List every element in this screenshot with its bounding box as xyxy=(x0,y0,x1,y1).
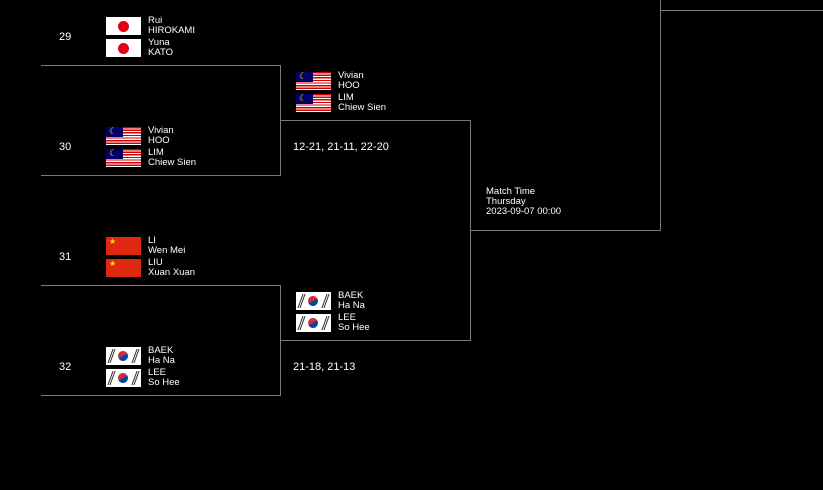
player-first-name: Vivian xyxy=(148,125,174,136)
bracket-line xyxy=(281,340,471,341)
player-last-name: Xuan Xuan xyxy=(148,267,196,278)
bracket-line xyxy=(471,230,661,231)
player-last-name: HIROKAMI xyxy=(148,25,195,36)
bracket-line xyxy=(41,285,281,286)
malaysia-flag-icon xyxy=(296,72,331,90)
player-last-name: Chiew Sien xyxy=(338,102,387,113)
match-day: Thursday xyxy=(486,196,526,207)
bracket-line xyxy=(280,285,281,396)
player-first-name: LIM xyxy=(338,92,354,103)
bracket-line xyxy=(41,65,281,66)
player-first-name: Rui xyxy=(148,15,163,26)
player-first-name: Yuna xyxy=(148,37,170,48)
match-number: 30 xyxy=(59,141,72,153)
player-last-name: So Hee xyxy=(148,377,180,388)
korea-flag-icon xyxy=(106,369,141,387)
player-last-name: Chiew Sien xyxy=(148,157,197,168)
player-last-name: Ha Na xyxy=(148,355,175,366)
match-number: 32 xyxy=(59,361,72,373)
malaysia-flag-icon xyxy=(106,127,141,145)
player-last-name: HOO xyxy=(338,80,360,91)
player-first-name: Vivian xyxy=(338,70,364,81)
match-time-label: Match Time xyxy=(486,186,536,197)
china-flag-icon xyxy=(106,259,141,277)
player-last-name: So Hee xyxy=(338,322,370,333)
korea-flag-icon xyxy=(106,347,141,365)
korea-flag-icon xyxy=(296,292,331,310)
japan-flag-icon xyxy=(106,17,141,35)
player-first-name: LIM xyxy=(148,147,164,158)
bracket-line xyxy=(281,120,471,121)
match-number: 29 xyxy=(59,31,72,43)
bracket-line xyxy=(660,0,661,231)
bracket-line xyxy=(470,120,471,341)
player-last-name: Wen Mei xyxy=(148,245,186,256)
match-datetime: 2023-09-07 00:00 xyxy=(486,206,562,217)
player-last-name: Ha Na xyxy=(338,300,365,311)
match-number: 31 xyxy=(59,251,72,263)
bracket-line xyxy=(661,10,823,11)
korea-flag-icon xyxy=(296,314,331,332)
player-first-name: LEE xyxy=(338,312,356,323)
match-time: Match Time Thursday 2023-09-07 00:00 xyxy=(486,187,561,217)
japan-flag-icon xyxy=(106,39,141,57)
player-first-name: BAEK xyxy=(148,345,174,356)
player-first-name: LEE xyxy=(148,367,166,378)
bracket-line xyxy=(41,175,281,176)
malaysia-flag-icon xyxy=(296,94,331,112)
malaysia-flag-icon xyxy=(106,149,141,167)
player-first-name: LIU xyxy=(148,257,163,268)
player-first-name: BAEK xyxy=(338,290,364,301)
match-score: 12-21, 21-11, 22-20 xyxy=(293,141,389,153)
player-first-name: LI xyxy=(148,235,156,246)
match-score: 21-18, 21-13 xyxy=(293,361,356,373)
player-last-name: HOO xyxy=(148,135,170,146)
player-last-name: KATO xyxy=(148,47,173,58)
bracket-line xyxy=(41,395,281,396)
bracket-line xyxy=(280,65,281,176)
china-flag-icon xyxy=(106,237,141,255)
